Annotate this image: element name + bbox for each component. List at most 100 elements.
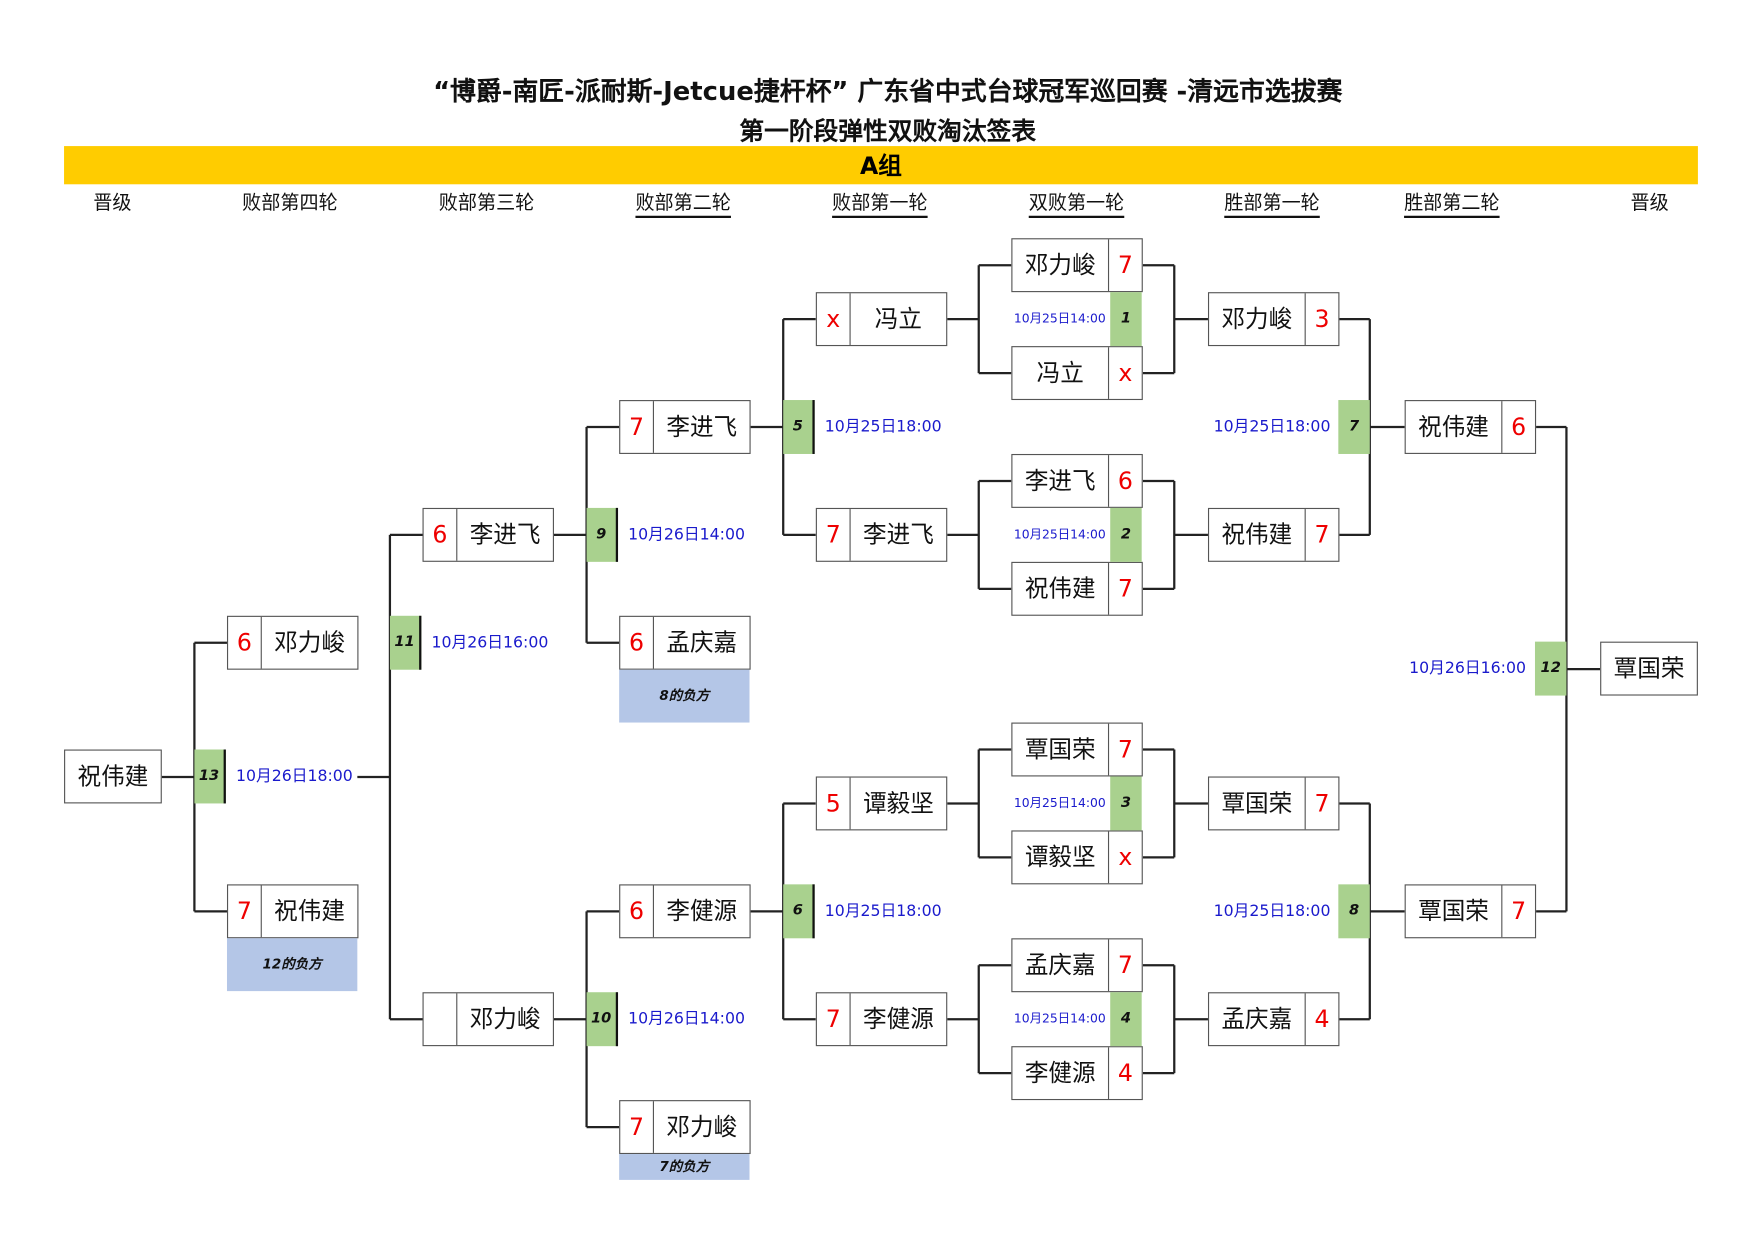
match-number: 11	[389, 615, 422, 670]
round-header: 胜部第一轮	[1224, 187, 1320, 218]
page-subtitle: 第一阶段弹性双败淘汰签表	[739, 117, 1037, 147]
player-name: 邓力峻	[666, 1113, 738, 1141]
player-name: 孟庆嘉	[1221, 1005, 1293, 1033]
losers-advance-slot[interactable]: 祝伟建	[64, 749, 162, 804]
player-name: 李进飞	[863, 521, 934, 549]
match-date: 10月25日14:00	[1013, 311, 1106, 326]
player-slot[interactable]: 6 李进飞	[422, 507, 554, 562]
score: 6	[228, 616, 262, 669]
match-number: 13	[194, 749, 226, 804]
match-number: 4	[1110, 992, 1142, 1047]
score: 7	[1107, 562, 1142, 615]
player-name: 孟庆嘉	[1024, 951, 1096, 979]
match-number: 5	[783, 400, 815, 454]
player-name: 邓力峻	[469, 1005, 541, 1033]
player-name: 祝伟建	[1024, 575, 1096, 603]
player-name: 邓力峻	[274, 629, 345, 657]
round-header: 胜部第二轮	[1404, 187, 1500, 218]
player-slot[interactable]: 祝伟建 7	[1011, 561, 1143, 616]
round-header: 晋级	[93, 192, 132, 215]
match-date: 10月26日14:00	[628, 525, 745, 544]
match-date: 10月25日14:00	[1013, 527, 1106, 542]
match-date: 10月25日18:00	[824, 418, 942, 436]
player-name: 李健源	[1024, 1059, 1096, 1087]
score: 6	[1107, 455, 1142, 507]
match-date: 10月25日18:00	[1213, 902, 1331, 921]
player-name: 李进飞	[469, 521, 541, 549]
match-number: 9	[586, 507, 619, 562]
player-slot[interactable]: 李健源 4	[1011, 1046, 1143, 1101]
match-number: 1	[1110, 292, 1142, 347]
score: 4	[1304, 993, 1339, 1046]
group-banner: A组	[64, 146, 1698, 185]
score: 7	[620, 401, 654, 453]
match-date: 10月25日18:00	[1213, 418, 1331, 436]
match-number: 2	[1110, 507, 1142, 562]
player-name: 祝伟建	[77, 762, 149, 790]
loser-source-note: 12的负方	[226, 938, 358, 992]
player-slot[interactable]: 孟庆嘉 4	[1207, 992, 1340, 1047]
match-date: 10月25日14:00	[1013, 795, 1106, 811]
score: x	[1107, 831, 1142, 884]
score: 7	[1304, 509, 1339, 561]
player-slot[interactable]: 邓力峻	[422, 992, 554, 1047]
player-name: 覃国荣	[1024, 736, 1096, 763]
score: 6	[620, 885, 654, 938]
player-name: 覃国荣	[1221, 789, 1293, 817]
round-header: 晋级	[1630, 192, 1669, 215]
match-number: 10	[586, 992, 619, 1047]
match-number: 7	[1338, 400, 1370, 454]
player-name: 李进飞	[666, 413, 738, 441]
player-name: 覃国荣	[1418, 897, 1489, 925]
winners-advance-slot[interactable]: 覃国荣	[1600, 641, 1698, 696]
score: 7	[1107, 239, 1142, 292]
player-slot[interactable]: 7 邓力峻	[619, 1100, 751, 1155]
player-slot[interactable]: 7 李进飞	[619, 400, 751, 454]
player-slot[interactable]: 邓力峻 7	[1011, 238, 1143, 293]
round-header: 败部第一轮	[832, 187, 928, 218]
page-title: “博爵-南匠-派耐斯-Jetcue捷杆杯” 广东省中式台球冠军巡回赛 -清远市选…	[433, 77, 1343, 107]
player-slot[interactable]: 5 谭毅坚	[815, 776, 948, 831]
score: 7	[1501, 885, 1535, 938]
match-number: 3	[1110, 776, 1142, 831]
score: 7	[620, 1101, 654, 1153]
player-slot[interactable]: 6 邓力峻	[226, 615, 359, 670]
match-date: 10月26日16:00	[1409, 659, 1526, 678]
match-date: 10月26日14:00	[628, 1010, 745, 1029]
player-name: 邓力峻	[1024, 251, 1096, 279]
match-date: 10月26日18:00	[235, 767, 353, 786]
player-slot[interactable]: 覃国荣 7	[1404, 884, 1537, 939]
player-name: 冯立	[874, 305, 922, 333]
score: 6	[424, 509, 458, 561]
round-header: 败部第三轮	[438, 192, 535, 215]
loser-source-note: 8的负方	[619, 669, 750, 723]
player-name: 邓力峻	[1221, 305, 1293, 333]
player-name: 覃国荣	[1613, 655, 1685, 683]
match-date: 10月25日14:00	[1013, 1011, 1106, 1026]
score: 7	[228, 885, 262, 938]
player-name: 孟庆嘉	[666, 629, 738, 657]
score: x	[1107, 347, 1142, 399]
match-date: 10月25日18:00	[824, 902, 942, 921]
round-header: 败部第二轮	[635, 187, 731, 218]
player-name: 谭毅坚	[863, 789, 934, 817]
score: 5	[817, 777, 851, 830]
match-number: 12	[1534, 641, 1567, 696]
score: 4	[1107, 1047, 1142, 1099]
